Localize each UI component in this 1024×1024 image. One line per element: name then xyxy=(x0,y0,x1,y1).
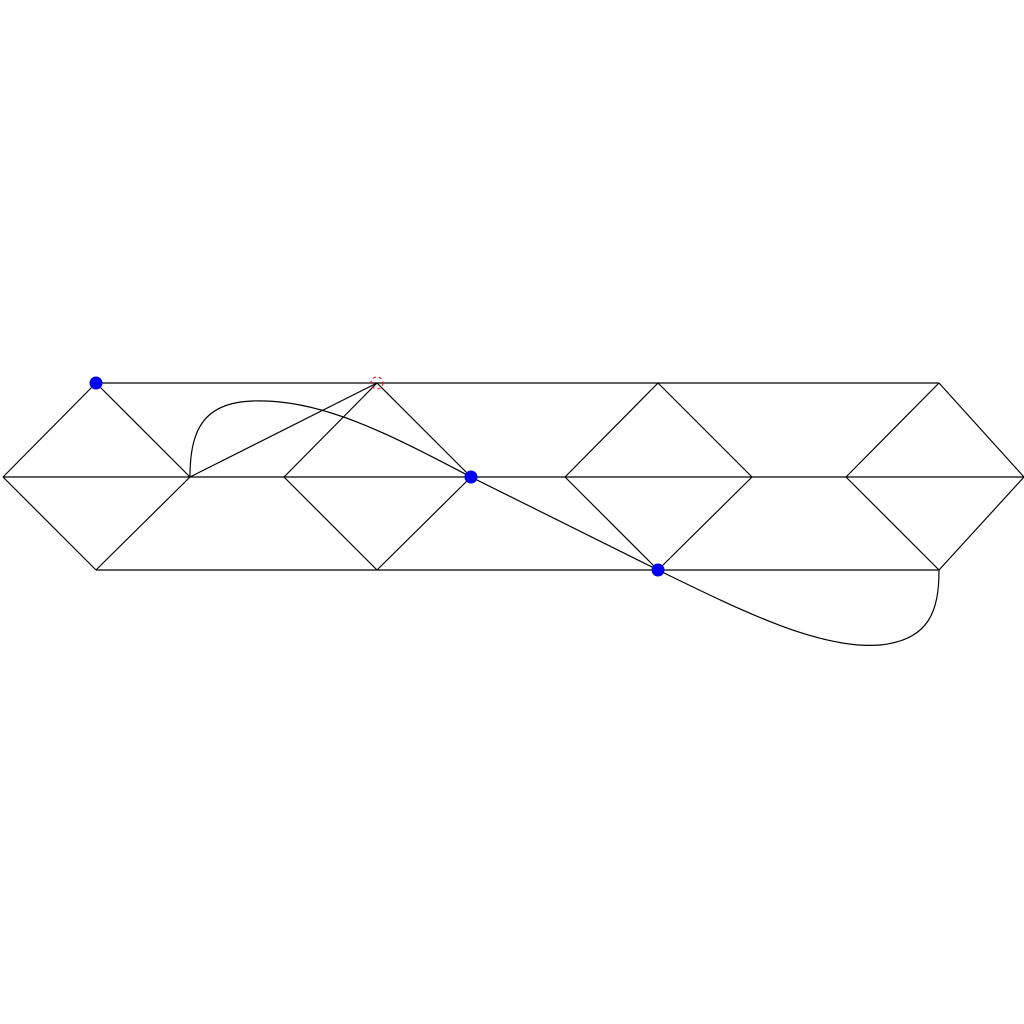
edge-top-3-mid-7 xyxy=(938,382,1024,478)
curve-upper xyxy=(189,400,472,478)
edge-mid-4-top-2 xyxy=(564,382,659,478)
edge-top-1-mid-3 xyxy=(376,382,472,478)
edge-mid-2-bot-1 xyxy=(283,476,378,571)
edge-top-0-mid-1 xyxy=(95,382,191,478)
edge-mid-1-top-1 xyxy=(189,382,378,478)
edge-bot-2-mid-5 xyxy=(657,476,753,571)
edge-mid-3-bot-2 xyxy=(470,476,659,571)
edge-bot-3-mid-7 xyxy=(938,476,1024,571)
edge-mid-6-top-3 xyxy=(845,382,940,478)
edge-mid-2-top-1 xyxy=(283,382,378,478)
node-top-0 xyxy=(89,376,103,390)
edge-bot-1-mid-3 xyxy=(376,476,472,571)
marker-top-1 xyxy=(370,376,384,390)
edge-mid-0-bot-0 xyxy=(2,476,97,571)
markers-layer xyxy=(370,376,384,390)
edge-top-2-mid-5 xyxy=(657,382,753,478)
edge-mid-0-top-0 xyxy=(2,382,97,478)
nodes-layer xyxy=(89,376,665,577)
edge-mid-4-bot-2 xyxy=(564,476,659,571)
edges-layer xyxy=(2,382,1024,571)
edge-mid-6-bot-3 xyxy=(845,476,940,571)
node-bot-2 xyxy=(651,563,665,577)
node-mid-3 xyxy=(464,470,478,484)
curves-layer xyxy=(189,400,940,647)
curve-lower xyxy=(657,569,940,647)
edge-bot-0-mid-1 xyxy=(95,476,191,571)
